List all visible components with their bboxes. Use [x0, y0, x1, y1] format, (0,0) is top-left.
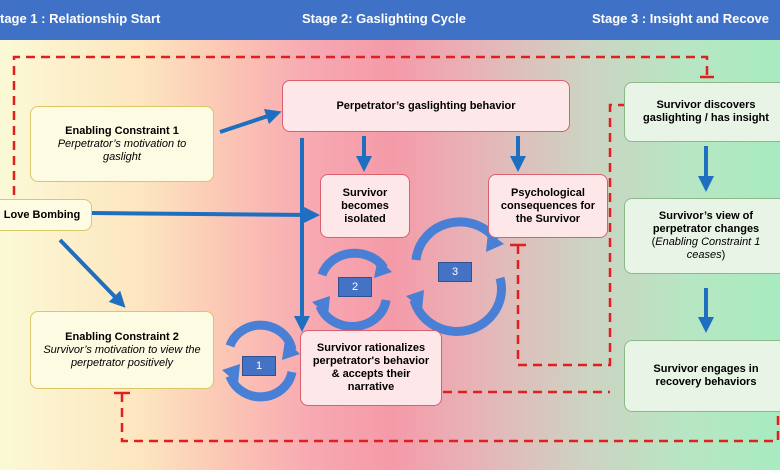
stage-1-label: tage 1 : Relationship Start [0, 11, 161, 26]
survivor-isolated-box: Survivor becomes isolated [320, 174, 410, 238]
cycle-1-head-a [282, 340, 300, 360]
cycle-3-head-b [406, 290, 424, 310]
psychological-consequences-box: Psychological consequences for the Survi… [488, 174, 608, 238]
survivor-rationalizes-label: Survivor rationalizes perpetrator's beha… [312, 342, 430, 393]
arrow-ec1-to-behavior [219, 108, 282, 134]
ec1-subtitle: Perpetrator’s motivation to gaslight [57, 137, 187, 163]
cycle-1-arc-top [225, 320, 297, 352]
love-bombing-box: Love Bombing [0, 199, 92, 231]
stage-2-label: Stage 2: Gaslighting Cycle [302, 11, 466, 26]
survivor-discovers-label: Survivor discovers gaslighting / has ins… [643, 99, 769, 124]
cycle-2-head-b [312, 296, 330, 316]
survivor-view-open-paren: ( [651, 236, 656, 248]
arrow-lovebombing-to-ec2 [58, 238, 126, 308]
survivor-rationalizes-box: Survivor rationalizes perpetrator's beha… [300, 330, 442, 406]
survivor-view-close-paren: ) [721, 249, 726, 261]
survivor-recovery-box: Survivor engages in recovery behaviors [624, 340, 780, 412]
survivor-discovers-box: Survivor discovers gaslighting / has ins… [624, 82, 780, 142]
cycle-1-head-b [222, 364, 240, 384]
survivor-view-title: Survivor’s view of perpetrator changes [652, 210, 760, 235]
stage-3-label: Stage 3 : Insight and Recove [592, 11, 769, 26]
stage-header-bar: tage 1 : Relationship Start Stage 2: Gas… [0, 0, 780, 40]
inhibit-line-middle [516, 103, 624, 367]
enabling-constraint-2-box: Enabling Constraint 2 Survivor’s motivat… [30, 311, 214, 389]
enabling-constraint-1-box: Enabling Constraint 1 Perpetrator’s moti… [30, 106, 214, 182]
love-bombing-label: Love Bombing [3, 208, 81, 221]
ec2-subtitle: Survivor’s motivation to view the perpet… [43, 343, 201, 369]
survivor-recovery-label: Survivor engages in recovery behaviors [653, 363, 759, 388]
cycle-1-badge: 1 [242, 356, 276, 376]
cycle-3-arc-top [411, 217, 500, 261]
cycle-2-badge: 2 [338, 277, 372, 297]
survivor-view-changes-box: Survivor’s view of perpetrator changes (… [624, 198, 780, 274]
cycle-2-arc-bottom [315, 299, 391, 331]
ec1-title: Enabling Constraint 1 [65, 124, 179, 137]
perpetrator-behavior-label: Perpetrator’s gaslighting behavior [336, 99, 516, 112]
ec2-title: Enabling Constraint 2 [65, 330, 179, 343]
inhibit-line-bottom [120, 393, 780, 443]
survivor-isolated-label: Survivor becomes isolated [341, 186, 389, 225]
arrow-lovebombing-to-isolated [91, 206, 320, 223]
cycle-1-arc-bottom [225, 370, 297, 402]
cycle-3-head-a [486, 232, 504, 252]
perpetrator-behavior-box: Perpetrator’s gaslighting behavior [282, 80, 570, 132]
cycle-2-head-a [374, 258, 392, 278]
cycle-2-arc-top [317, 248, 388, 277]
cycle-3-arc-bottom [409, 276, 507, 336]
survivor-view-subtitle: Enabling Constraint 1 ceases [655, 236, 761, 261]
psychological-consequences-label: Psychological consequences for the Survi… [500, 186, 596, 225]
inhibit-line-top [12, 55, 709, 195]
cycle-3-badge: 3 [438, 262, 472, 282]
